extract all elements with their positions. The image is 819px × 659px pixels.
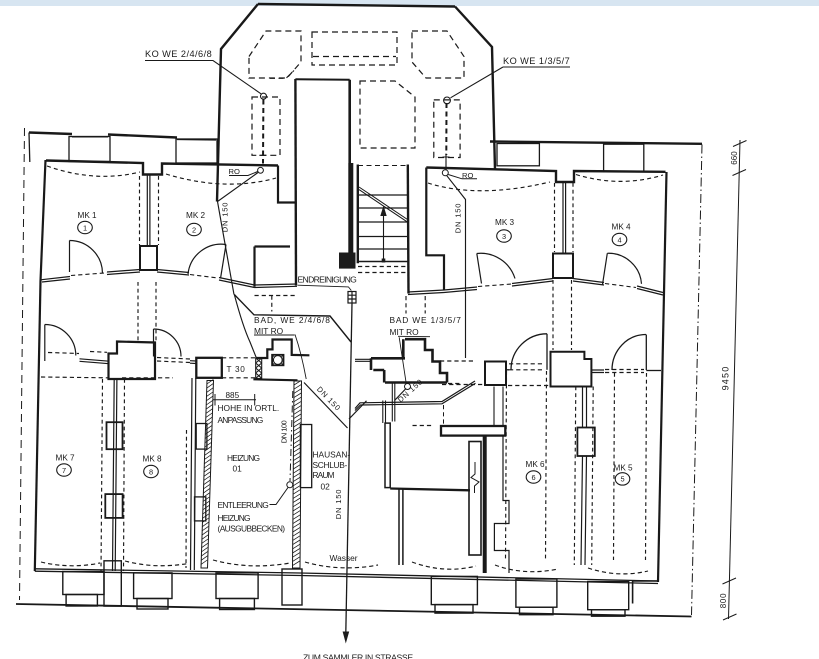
svg-text:ANPASSUNG: ANPASSUNG (218, 415, 263, 425)
svg-text:MK 8: MK 8 (143, 455, 163, 464)
svg-text:MK 5: MK 5 (614, 464, 634, 473)
svg-text:800: 800 (719, 593, 728, 608)
svg-text:6: 6 (531, 473, 535, 482)
svg-text:MIT RO: MIT RO (390, 327, 420, 337)
svg-text:Wasser: Wasser (330, 553, 358, 563)
svg-text:5: 5 (620, 475, 624, 484)
svg-text:2: 2 (192, 225, 196, 234)
svg-text:1: 1 (83, 223, 87, 232)
svg-text:RO: RO (229, 167, 240, 176)
svg-text:(AUSGUBBECKEN): (AUSGUBBECKEN) (218, 523, 286, 533)
svg-text:MK 3: MK 3 (495, 218, 515, 227)
svg-text:01: 01 (233, 464, 243, 474)
svg-text:02: 02 (321, 482, 331, 492)
svg-text:HEIZUNG: HEIZUNG (227, 453, 259, 463)
svg-text:KO WE 1/3/5/7: KO WE 1/3/5/7 (503, 56, 570, 66)
svg-text:9450: 9450 (721, 366, 731, 391)
svg-text:4: 4 (617, 235, 621, 244)
svg-text:KO WE 2/4/6/8: KO WE 2/4/6/8 (145, 49, 212, 59)
svg-text:HEIZUNG: HEIZUNG (218, 513, 250, 523)
svg-text:DN 100: DN 100 (280, 420, 289, 443)
svg-text:DN 150: DN 150 (221, 202, 230, 233)
svg-text:HOHE IN ORTL.: HOHE IN ORTL. (218, 403, 280, 413)
svg-text:MK 4: MK 4 (612, 223, 632, 232)
svg-text:MK 6: MK 6 (526, 460, 546, 469)
svg-text:7: 7 (62, 466, 66, 475)
svg-text:ENTLEERUNG: ENTLEERUNG (218, 500, 269, 510)
svg-text:SCHLUB-: SCHLUB- (313, 460, 348, 470)
svg-text:MIT RO: MIT RO (254, 326, 284, 336)
svg-text:8: 8 (149, 467, 153, 476)
svg-text:660: 660 (730, 151, 739, 165)
svg-text:MK 7: MK 7 (56, 454, 76, 463)
svg-text:BAD WE 1/3/5/7: BAD WE 1/3/5/7 (390, 315, 462, 325)
svg-text:T 30: T 30 (227, 365, 246, 374)
svg-text:885: 885 (226, 391, 240, 400)
svg-text:MK 2: MK 2 (186, 211, 206, 220)
svg-text:MK 1: MK 1 (78, 211, 98, 220)
svg-text:RO: RO (462, 171, 473, 180)
svg-text:BAD, WE 2/4/6/8: BAD, WE 2/4/6/8 (254, 315, 331, 325)
svg-text:ZUM SAMMLER IN STRASSE: ZUM SAMMLER IN STRASSE (303, 653, 413, 659)
svg-text:RAUM: RAUM (313, 470, 335, 480)
svg-text:ENDREINIGUNG: ENDREINIGUNG (298, 274, 358, 284)
svg-text:DN 150: DN 150 (454, 203, 463, 234)
svg-text:DN 150: DN 150 (334, 489, 343, 520)
svg-text:3: 3 (502, 232, 506, 241)
svg-text:HAUSAN-: HAUSAN- (313, 450, 351, 460)
